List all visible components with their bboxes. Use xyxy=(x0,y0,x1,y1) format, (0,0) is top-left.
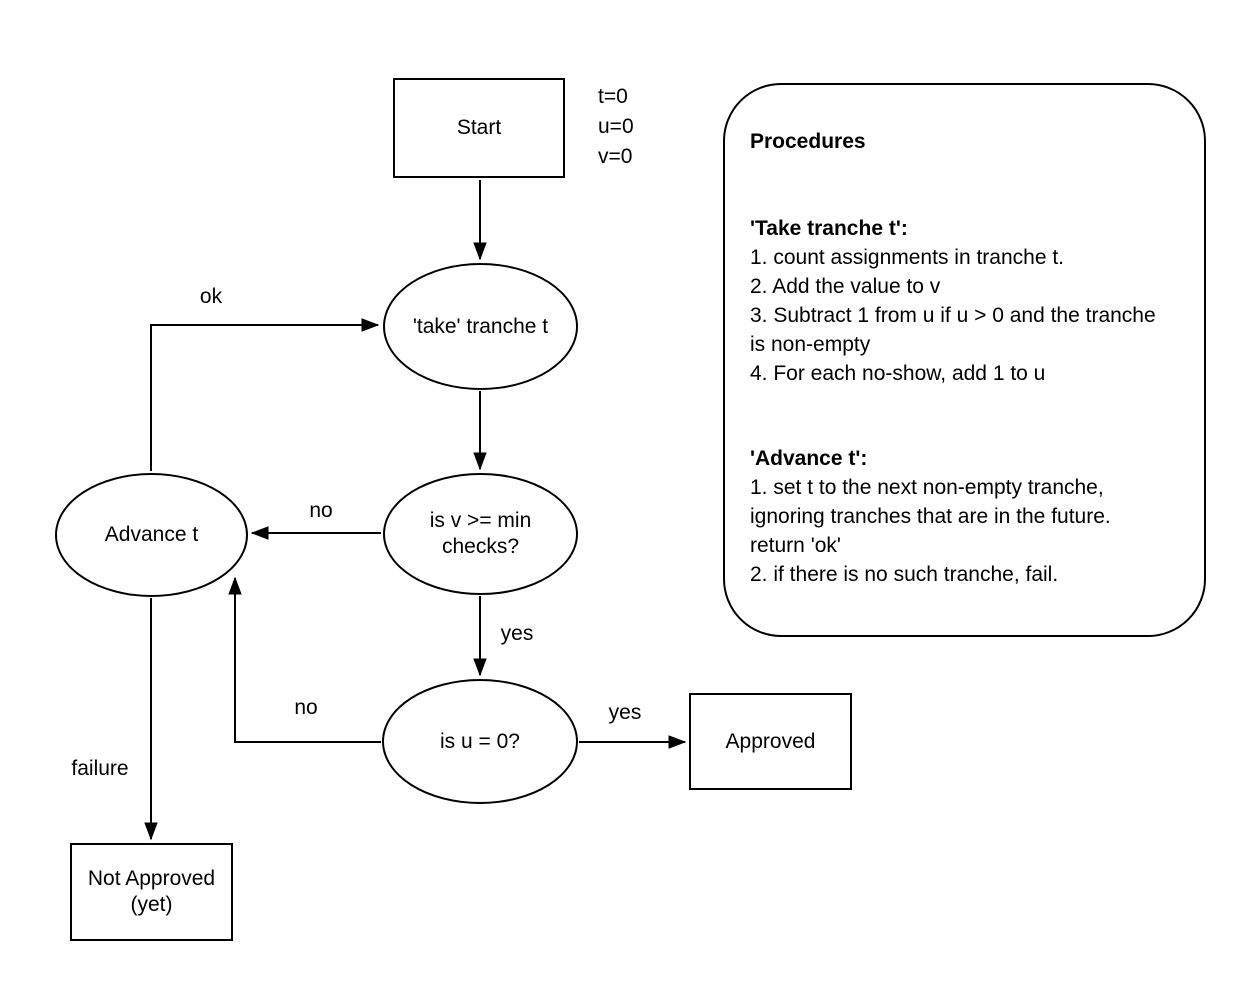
procedure-take-step: 3. Subtract 1 from u if u > 0 and the tr… xyxy=(750,304,1156,356)
procedure-take-tranche: 'Take tranche t': 1. count assignments i… xyxy=(750,214,1170,388)
edge-label-no-ucheck: no xyxy=(294,696,318,719)
edge-label-no-vcheck: no xyxy=(309,499,333,522)
u-check-node-label: is u = 0? xyxy=(440,729,520,753)
advance-node: Advance t xyxy=(55,473,248,597)
u-check-node: is u = 0? xyxy=(382,679,578,804)
not-approved-node-label-line2: (yet) xyxy=(130,893,173,916)
not-approved-node: Not Approved (yet) xyxy=(70,843,233,941)
init-var-t: t=0 xyxy=(598,85,628,108)
edge-label-yes-vcheck: yes xyxy=(500,622,534,645)
init-var-u: u=0 xyxy=(598,115,634,138)
init-variables-text: t=0 u=0 v=0 xyxy=(598,82,634,172)
procedure-take-step: 1. count assignments in tranche t. xyxy=(750,246,1065,269)
edge-label-ok: ok xyxy=(199,285,223,308)
take-tranche-node: 'take' tranche t xyxy=(383,263,578,390)
procedure-advance-heading: 'Advance t': xyxy=(750,447,868,470)
edge-label-failure: failure xyxy=(71,757,129,780)
approved-node-label: Approved xyxy=(725,729,816,753)
v-check-node-label-line2: checks? xyxy=(441,535,520,558)
procedures-title: Procedures xyxy=(750,130,866,153)
edge-advance-ok-to-take xyxy=(150,318,380,471)
procedure-advance: 'Advance t': 1. set t to the next non-em… xyxy=(750,444,1170,589)
v-check-node-label-line1: is v >= min xyxy=(429,509,532,532)
procedures-panel: Procedures 'Take tranche t': 1. count as… xyxy=(723,83,1206,637)
start-node: Start xyxy=(393,78,565,178)
v-check-node: is v >= min checks? xyxy=(383,473,578,595)
not-approved-node-label-line1: Not Approved xyxy=(87,867,216,890)
advance-node-label: Advance t xyxy=(104,523,199,546)
edge-label-yes-ucheck: yes xyxy=(608,701,642,724)
procedure-advance-step: 1. set t to the next non-empty tranche, … xyxy=(750,476,1111,557)
procedure-take-step: 4. For each no-show, add 1 to u xyxy=(750,362,1046,385)
procedure-take-heading: 'Take tranche t': xyxy=(750,217,908,240)
procedure-take-step: 2. Add the value to v xyxy=(750,275,941,298)
procedure-advance-step: 2. if there is no such tranche, fail. xyxy=(750,563,1059,586)
take-tranche-node-label: 'take' tranche t xyxy=(412,314,549,338)
procedures-panel-content: Procedures 'Take tranche t': 1. count as… xyxy=(725,85,1170,589)
start-node-label: Start xyxy=(456,116,502,139)
init-var-v: v=0 xyxy=(598,145,633,168)
approved-node: Approved xyxy=(689,693,852,790)
